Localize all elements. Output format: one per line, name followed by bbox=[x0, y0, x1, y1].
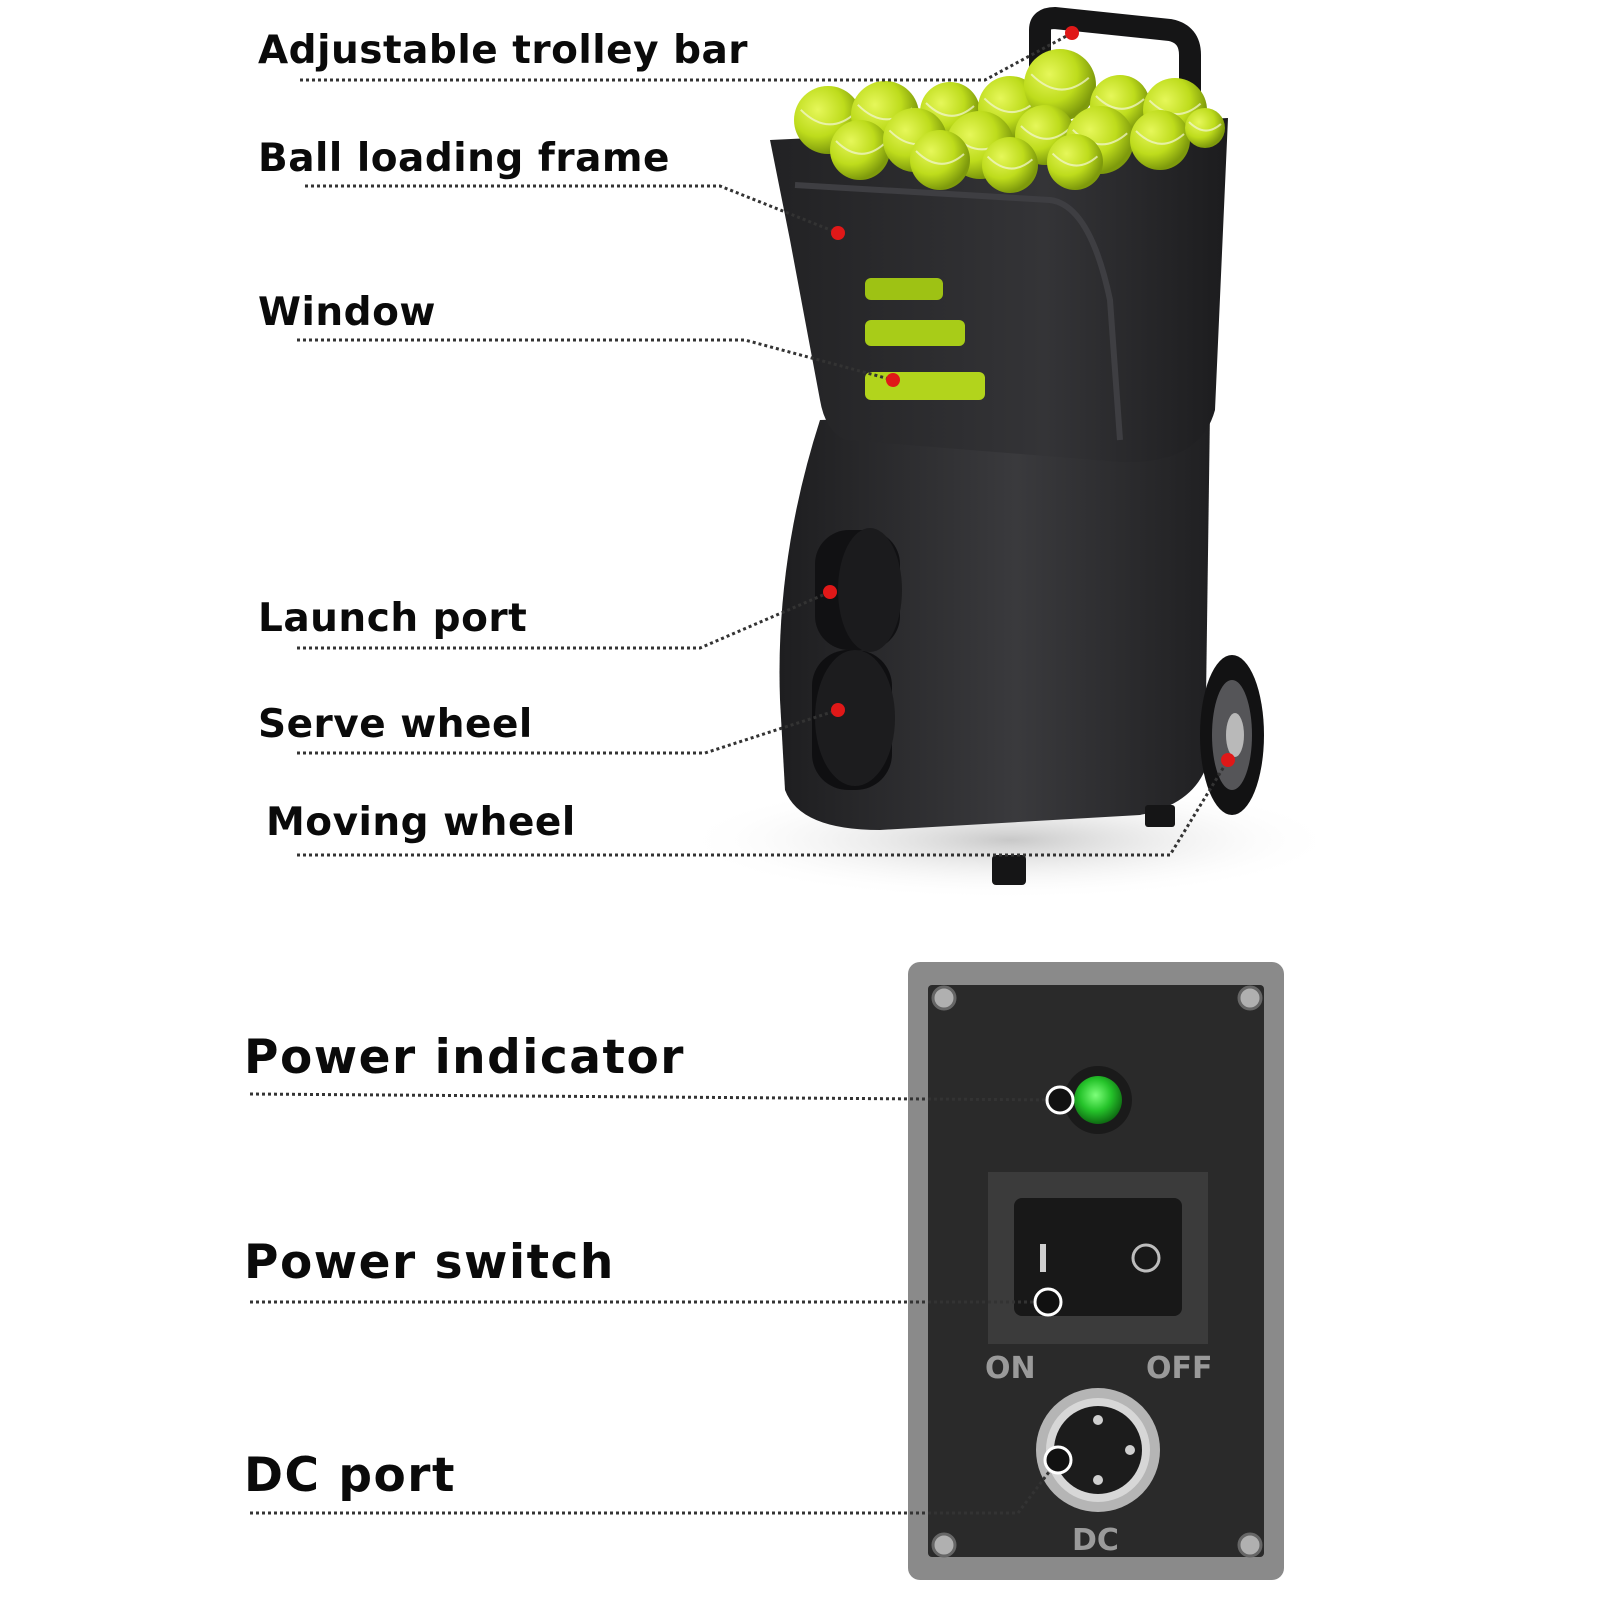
label-power-switch: Power switch bbox=[244, 1235, 615, 1290]
label-ball-loading-frame: Ball loading frame bbox=[258, 136, 670, 181]
switch-on-label: ON bbox=[985, 1351, 1036, 1386]
tennis-ball bbox=[830, 120, 890, 180]
tennis-ball bbox=[1185, 108, 1225, 148]
ball-hopper bbox=[770, 118, 1228, 463]
leader-serve-wheel bbox=[297, 708, 839, 755]
marker-power-indicator bbox=[1045, 1085, 1075, 1115]
label-launch-port: Launch port bbox=[258, 596, 528, 641]
tennis-ball-seam bbox=[925, 102, 975, 117]
tennis-ball bbox=[1024, 49, 1096, 121]
label-dc-port: DC port bbox=[244, 1448, 456, 1503]
marker-launch-port bbox=[823, 585, 837, 599]
leader-launch-port bbox=[297, 590, 831, 650]
switch-off-label: OFF bbox=[1146, 1351, 1213, 1386]
tennis-ball-seam bbox=[1030, 73, 1090, 91]
leader-lines bbox=[249, 31, 1230, 1515]
marker-window bbox=[886, 373, 900, 387]
leader-moving-wheel bbox=[297, 759, 1230, 857]
tennis-ball-seam bbox=[1051, 152, 1099, 167]
tennis-ball bbox=[1130, 110, 1190, 170]
label-window: Window bbox=[258, 290, 436, 335]
dc-port-label: DC bbox=[1072, 1523, 1119, 1558]
tennis-ball-seam bbox=[1095, 95, 1145, 110]
window-slots bbox=[865, 278, 985, 400]
tennis-ball-seam bbox=[1020, 125, 1070, 140]
marker-dc-port bbox=[1043, 1445, 1073, 1475]
marker-ball-loading-frame bbox=[831, 226, 845, 240]
tennis-ball bbox=[1047, 134, 1103, 190]
control-panel-graphic bbox=[908, 962, 1284, 1580]
marker-trolley-bar bbox=[1065, 26, 1079, 40]
leader-window bbox=[297, 338, 894, 382]
tennis-ball bbox=[982, 137, 1038, 193]
marker-moving-wheel bbox=[1221, 753, 1235, 767]
marker-dots bbox=[823, 26, 1235, 1475]
tennis-ball-seam bbox=[986, 155, 1034, 170]
tennis-ball-seam bbox=[1188, 121, 1222, 132]
label-trolley-bar: Adjustable trolley bar bbox=[258, 28, 749, 73]
machine-base bbox=[779, 410, 1264, 885]
leader-dc-port bbox=[250, 1459, 1060, 1515]
tennis-ball-seam bbox=[835, 140, 885, 155]
tennis-ball-seam bbox=[1148, 99, 1202, 115]
label-power-indicator: Power indicator bbox=[244, 1030, 685, 1085]
leader-trolley-bar bbox=[300, 31, 1073, 82]
label-moving-wheel: Moving wheel bbox=[266, 800, 576, 845]
tennis-ball bbox=[910, 130, 970, 190]
tennis-ball-seam bbox=[915, 150, 965, 165]
marker-serve-wheel bbox=[831, 703, 845, 717]
tennis-balls bbox=[794, 49, 1225, 193]
tennis-ball-seam bbox=[1135, 130, 1185, 145]
trolley-bar bbox=[1029, 6, 1201, 121]
tennis-ball-seam bbox=[800, 109, 856, 126]
marker-power-switch bbox=[1033, 1287, 1063, 1317]
label-serve-wheel: Serve wheel bbox=[258, 702, 533, 747]
leader-ball-loading-frame bbox=[305, 184, 839, 235]
